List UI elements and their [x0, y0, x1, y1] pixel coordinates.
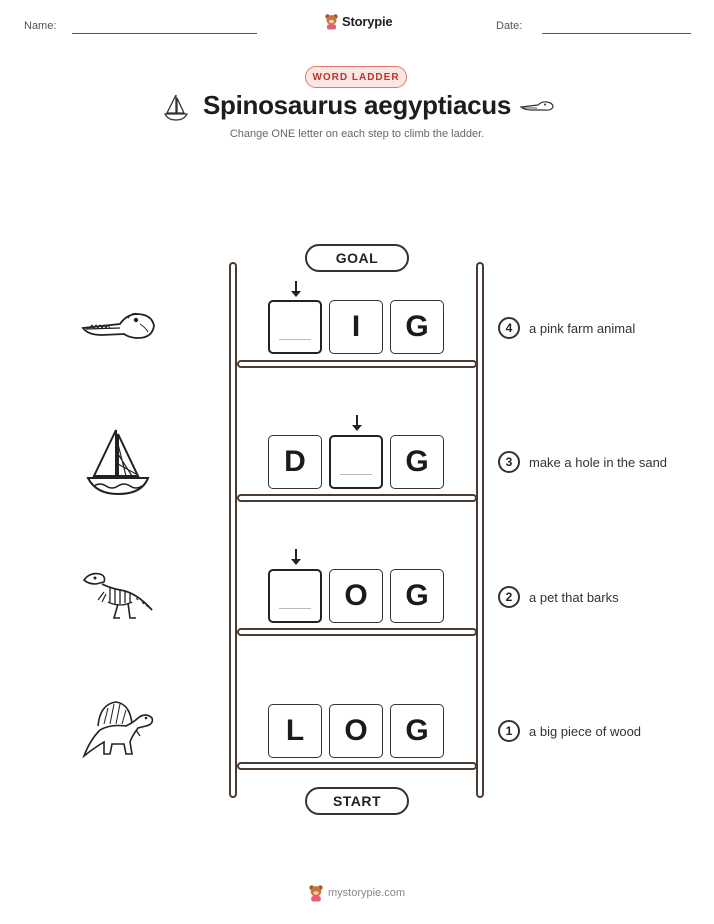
letter-tile: O — [329, 569, 383, 623]
ladder-rung — [237, 494, 477, 502]
letter-tile: L — [268, 704, 322, 758]
sailboat-icon — [86, 429, 150, 496]
letter-box-blank[interactable] — [268, 569, 322, 623]
letter-box-blank[interactable] — [329, 435, 383, 489]
clue-number: 1 — [498, 720, 520, 742]
letter-tile: G — [390, 704, 444, 758]
page-title: Spinosaurus aegyptiacus — [202, 90, 512, 120]
footer-site[interactable]: mystorypie.com — [328, 887, 406, 899]
brand-logo: Storypie — [324, 13, 393, 30]
footer: mystorypie.com — [308, 884, 405, 902]
bear-icon — [325, 14, 338, 30]
arrow-down-icon — [291, 281, 301, 297]
crocodile-icon — [81, 312, 155, 339]
letter-tile: D — [268, 435, 322, 489]
clue-text: a pet that barks — [529, 590, 619, 605]
instructions: Change ONE letter on each step to climb … — [229, 128, 485, 140]
ladder-left-rail — [229, 262, 237, 798]
start-label: START — [305, 787, 409, 815]
goal-label: GOAL — [305, 244, 409, 272]
letter-tile: G — [390, 569, 444, 623]
spinosaurus-icon — [82, 701, 154, 759]
letter-tile: O — [329, 704, 383, 758]
letter-box-blank[interactable] — [268, 300, 322, 354]
letter-tile: G — [390, 300, 444, 354]
clue-number: 3 — [498, 451, 520, 473]
clue-number: 2 — [498, 586, 520, 608]
sailboat-icon — [163, 94, 189, 121]
brand-name: Storypie — [342, 14, 393, 29]
date-label: Date: — [496, 20, 523, 32]
ladder-rung — [237, 628, 477, 636]
arrow-down-icon — [291, 549, 301, 565]
clue-text: a big piece of wood — [529, 724, 642, 739]
letter-tile: I — [329, 300, 383, 354]
dinosaur-skeleton-icon — [82, 572, 153, 619]
crocodile-icon — [520, 101, 554, 111]
clue-text: make a hole in the sand — [529, 455, 668, 470]
ladder-right-rail — [476, 262, 484, 798]
arrow-down-icon — [352, 415, 362, 431]
date-field[interactable] — [542, 33, 691, 34]
letter-tile: G — [390, 435, 444, 489]
name-label: Name: — [24, 20, 57, 32]
ladder-rung — [237, 762, 477, 770]
word-ladder-badge: WORD LADDER — [305, 66, 407, 88]
bear-icon — [309, 885, 323, 902]
ladder-rung — [237, 360, 477, 368]
name-field[interactable] — [72, 33, 257, 34]
clue-text: a pink farm animal — [529, 321, 636, 336]
clue-number: 4 — [498, 317, 520, 339]
